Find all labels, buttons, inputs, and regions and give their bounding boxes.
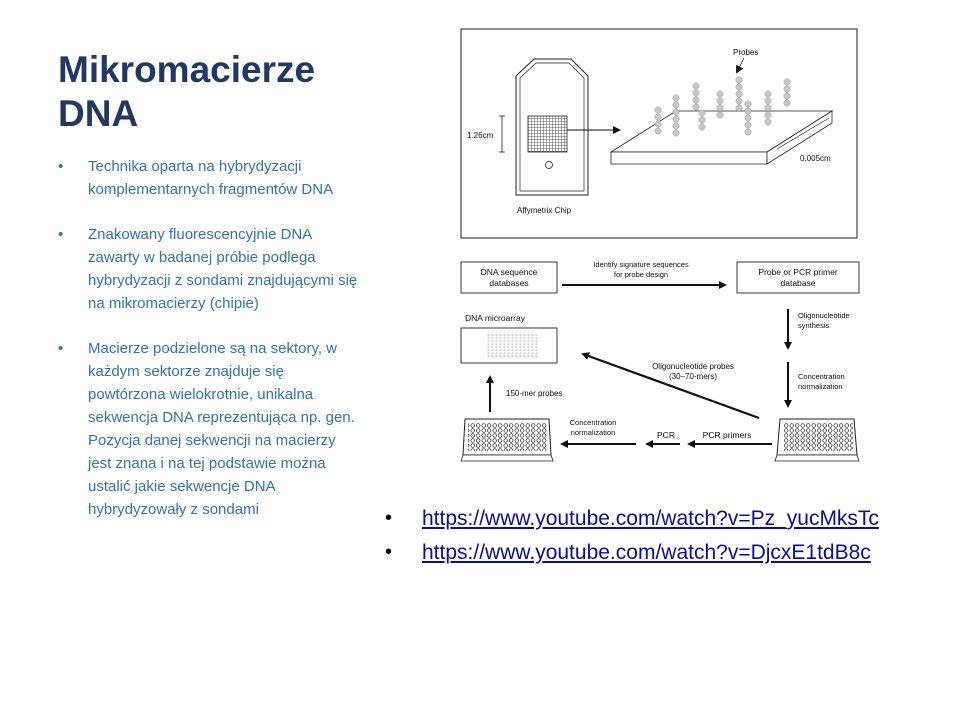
probe-database-label-2: database: [781, 278, 816, 288]
bullet-dot: •: [58, 158, 64, 175]
identify-label-2: for probe design: [614, 270, 668, 279]
chip-height-label: 1.26cm: [467, 131, 494, 140]
chip-probe-grid: [527, 115, 568, 153]
oligo-synthesis-label-2: synthesis: [798, 321, 830, 330]
probe-database-box: [736, 261, 860, 294]
youtube-link-1[interactable]: https://www.youtube.com/watch?v=Pz_yucMk…: [422, 507, 879, 530]
identify-label-1: Identify signature sequences: [593, 260, 689, 269]
bullet-dot: •: [385, 541, 393, 563]
conc-norm-right-label-2: normalization: [798, 382, 843, 391]
right-well-plate: [774, 418, 860, 462]
bullet-dot: •: [58, 340, 64, 357]
pcr-primers-label: PCR primers: [703, 430, 752, 440]
probe-design-flowchart: DNA sequence databases Identify signatur…: [460, 260, 860, 462]
bullet-list: • Technika oparta na hybrydyzacji komplem…: [58, 155, 358, 521]
oligo-probes-label-1: Oligonucleotide probes: [652, 362, 734, 371]
conc-norm-right-label-1: Concentration: [798, 372, 845, 381]
dna-microarray-label: DNA microarray: [465, 313, 526, 323]
slide-title: Mikromacierze DNA: [58, 48, 378, 136]
youtube-link-2[interactable]: https://www.youtube.com/watch?v=DjcxE1td…: [422, 541, 871, 564]
oligo-probes-label-2: (30–70-mers): [669, 372, 717, 381]
bullet-item: • Macierze podzielone są na sektory, w ka…: [58, 337, 358, 521]
150-mer-probes-label: 150-mer probes: [506, 389, 562, 398]
conc-norm-left-label-2: normalization: [571, 428, 616, 437]
dna-databases-label-2: databases: [489, 278, 528, 288]
video-links-list: • https://www.youtube.com/watch?v=Pz_yucM…: [385, 504, 905, 572]
microarray-figure: 1.26cm Affymetrix Chip 0.005cm Probes DN…: [460, 28, 860, 462]
dna-databases-box: [460, 261, 558, 294]
bullet-text: Znakowany fluorescencyjnie DNA zawarty w…: [88, 226, 358, 312]
chip-name-label: Affymetrix Chip: [517, 206, 572, 215]
affymetrix-chip-panel: 1.26cm Affymetrix Chip 0.005cm Probes: [460, 28, 858, 239]
dna-databases-label-1: DNA sequence: [481, 267, 538, 277]
chip-thickness-label: 0.005cm: [800, 154, 831, 163]
title-line-1: Mikromacierze: [58, 49, 316, 90]
bullet-dot: •: [385, 507, 393, 529]
probe-database-label-1: Probe or PCR primer: [758, 267, 838, 277]
bullet-text: Macierze podzielone są na sektory, w każ…: [88, 340, 355, 518]
link-item: • https://www.youtube.com/watch?v=DjcxE1t…: [385, 538, 905, 567]
oligo-synthesis-label-1: Oligonucleotide: [798, 311, 850, 320]
bullet-item: • Technika oparta na hybrydyzacji komplem…: [58, 155, 358, 201]
probe-columns: [654, 76, 791, 137]
left-well-plate: [460, 418, 554, 462]
link-item: • https://www.youtube.com/watch?v=Pz_yucM…: [385, 504, 905, 533]
microarray-spots: [487, 334, 539, 357]
bullet-text: Technika oparta na hybrydyzacji kompleme…: [88, 158, 334, 198]
pcr-label: PCR: [657, 430, 675, 440]
conc-norm-left-label-1: Concentration: [570, 418, 617, 427]
bullet-dot: •: [58, 226, 64, 243]
bullet-item: • Znakowany fluorescencyjnie DNA zawarty …: [58, 223, 358, 315]
title-line-2: DNA: [58, 93, 139, 134]
probes-label: Probes: [733, 48, 758, 57]
